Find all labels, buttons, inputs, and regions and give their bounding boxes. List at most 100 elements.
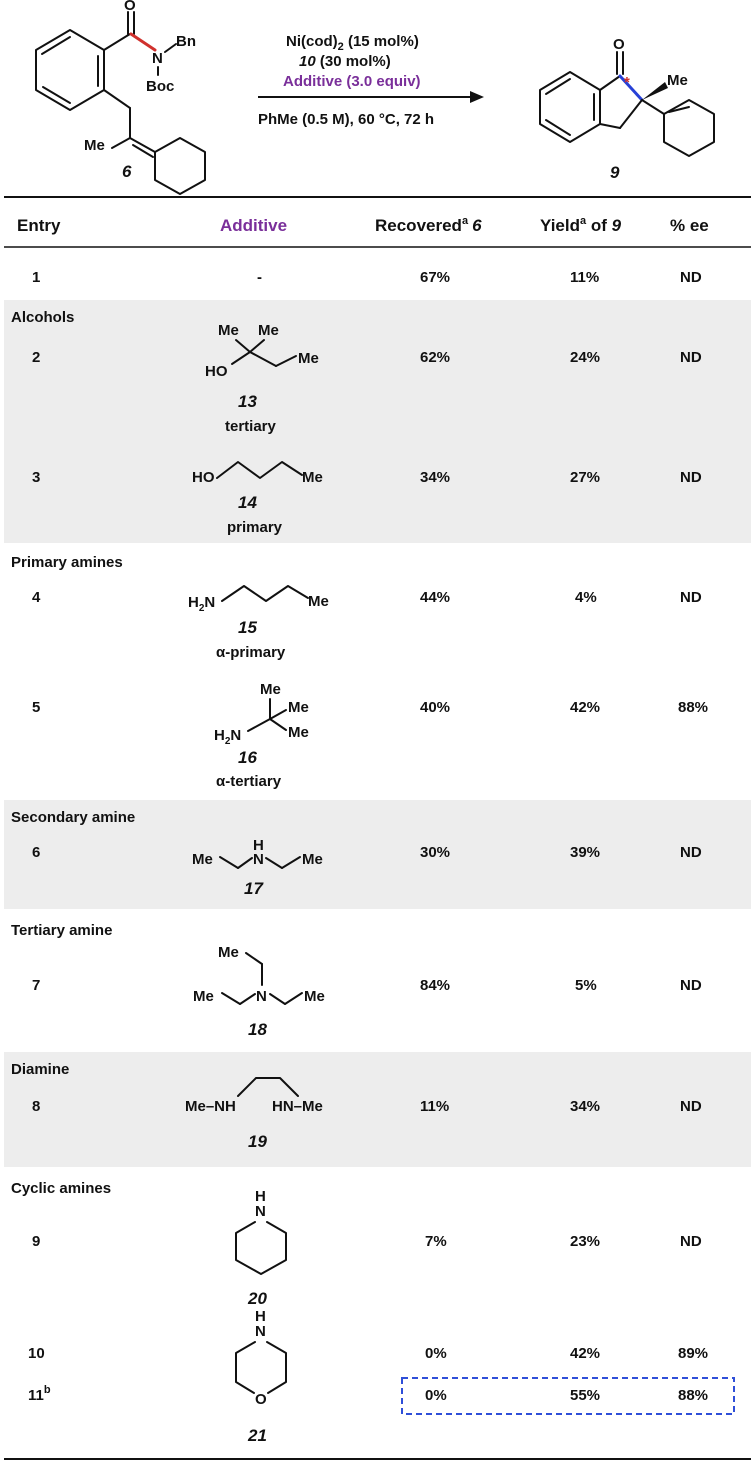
entry-cell: 5 — [32, 699, 40, 716]
bond — [249, 351, 277, 367]
product-o-label: O — [613, 36, 625, 53]
h-label: H — [253, 837, 264, 854]
benzene-ring — [35, 29, 105, 111]
entry-cell: 4 — [32, 589, 41, 606]
reactant-label: 6 — [122, 162, 132, 181]
product-label: 9 — [610, 163, 620, 182]
me-label: Me — [304, 988, 325, 1005]
recovered-cell: 30% — [420, 844, 450, 861]
me-nh-label: Me–NH — [185, 1098, 236, 1115]
ee-cell: ND — [680, 349, 702, 366]
bond — [619, 99, 643, 129]
bond — [269, 993, 286, 1005]
compound-label: 19 — [248, 1132, 267, 1151]
additive-13: Me Me Me HO 13 tertiary — [205, 322, 319, 435]
aromatic-bond — [41, 36, 71, 55]
wedge-bond — [642, 82, 668, 100]
amide-cn-bond-highlight — [129, 32, 157, 52]
additive-16: Me Me Me H2N 16 α-tertiary — [214, 681, 309, 790]
table-row: 11b 0% 55% 88% — [28, 1384, 708, 1404]
stereocenter-mark: * — [624, 74, 630, 91]
yield-cell: 24% — [570, 349, 600, 366]
ee-cell: ND — [680, 1098, 702, 1115]
cyclohexane-ring — [154, 137, 206, 195]
me-label: Me — [218, 322, 239, 339]
alkyl-chain — [216, 461, 303, 479]
me-label: Me — [288, 724, 309, 741]
aromatic-bond — [42, 86, 71, 104]
table-row: 7 84% 5% ND — [32, 977, 702, 994]
h-label: H — [255, 1308, 266, 1325]
category-cyclic-amines: Cyclic amines — [11, 1180, 111, 1197]
band-alcohols — [4, 300, 751, 543]
compound-label: 18 — [248, 1020, 267, 1039]
me-label: Me — [193, 988, 214, 1005]
bond — [164, 43, 177, 53]
ho-label: HO — [205, 363, 228, 380]
compound-label: 14 — [238, 493, 257, 512]
ee-cell: ND — [680, 977, 702, 994]
table-row: 3 34% 27% ND — [32, 469, 702, 486]
additive-21: H N O 21 — [235, 1308, 287, 1445]
additive-20: H N 20 — [235, 1188, 287, 1308]
me-label: Me — [192, 851, 213, 868]
n-label: N — [253, 851, 264, 868]
condition-solvent: PhMe (0.5 M), 60 °C, 72 h — [258, 111, 434, 128]
piperidine-ring — [235, 1221, 287, 1275]
ee-cell: ND — [680, 269, 702, 286]
alkene-bond — [668, 106, 690, 113]
table-row: 2 62% 24% ND — [32, 349, 702, 366]
compound-type: primary — [227, 519, 283, 536]
condition-additive: Additive (3.0 equiv) — [283, 73, 421, 90]
bond — [103, 89, 131, 109]
yield-cell: 11% — [570, 269, 599, 286]
morpholine-ring — [266, 1341, 287, 1394]
me-label: Me — [218, 944, 239, 961]
yield-cell: 42% — [570, 1345, 600, 1362]
product-me-label: Me — [667, 72, 688, 89]
bond — [269, 718, 287, 731]
compound-label: 21 — [247, 1426, 267, 1445]
entry-cell: 1 — [32, 269, 40, 286]
h-label: H — [255, 1188, 266, 1205]
recovered-cell: 44% — [420, 589, 450, 606]
entry-cell: 6 — [32, 844, 40, 861]
bond — [247, 718, 271, 732]
yield-cell: 55% — [570, 1387, 600, 1404]
o-label: O — [255, 1391, 267, 1408]
compound-label: 16 — [238, 748, 257, 767]
recovered-cell: 40% — [420, 699, 450, 716]
hn-me-label: HN–Me — [272, 1098, 323, 1115]
recovered-cell: 7% — [425, 1233, 447, 1250]
bond — [284, 992, 303, 1005]
recovered-cell: 0% — [425, 1387, 447, 1404]
alkyl-chain — [221, 585, 309, 602]
additive-cell: - — [257, 269, 262, 286]
entry-cell: 11b — [28, 1384, 51, 1404]
bond — [275, 355, 297, 367]
compound-type: α-primary — [216, 644, 286, 661]
cyclohexene-ring — [663, 99, 715, 157]
aromatic-bond — [545, 119, 571, 136]
me-label: Me — [302, 469, 323, 486]
recovered-cell: 84% — [420, 977, 450, 994]
ho-label: HO — [192, 469, 215, 486]
header-ee: % ee — [670, 216, 709, 235]
benzene-ring — [539, 71, 601, 143]
h2n-label: H2N — [214, 727, 241, 747]
compound-label: 20 — [247, 1289, 267, 1308]
n-label: N — [255, 1323, 266, 1340]
reactant-o-label: O — [124, 0, 136, 14]
table-row: 1 - 67% 11% ND — [32, 269, 702, 286]
band-diamine — [4, 1052, 751, 1167]
bond — [103, 33, 131, 51]
aromatic-bond — [545, 78, 571, 95]
reactant-n-label: N — [152, 50, 163, 67]
bond — [599, 75, 621, 91]
reaction-conditions: Ni(cod)2 (15 mol%) 10 (30 mol%) Additive… — [258, 33, 484, 128]
additive-19: Me–NH HN–Me 19 — [185, 1077, 323, 1151]
yield-cell: 42% — [570, 699, 600, 716]
bond — [219, 856, 239, 869]
